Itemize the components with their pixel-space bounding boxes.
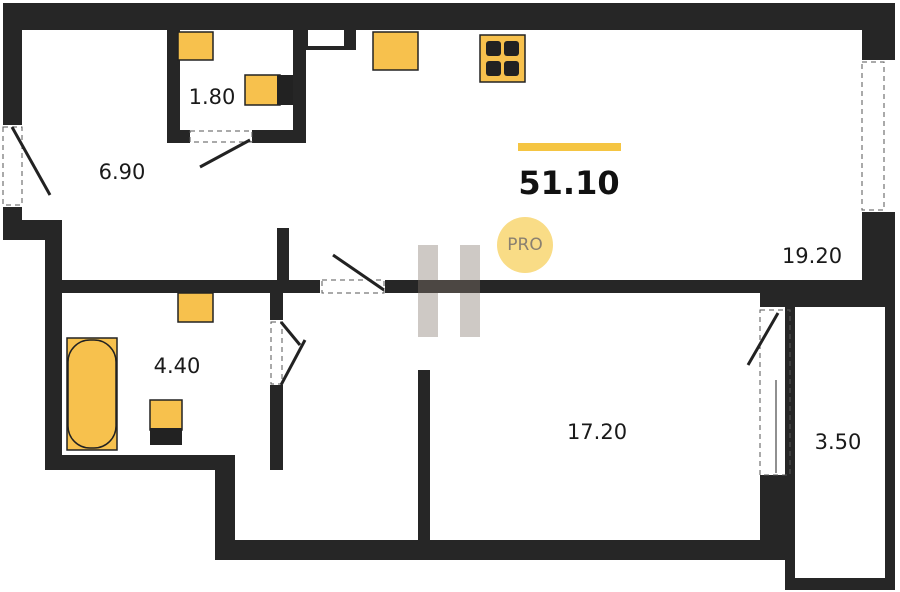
total-area: 51.10 — [518, 164, 620, 202]
shaft — [308, 30, 344, 46]
walls — [3, 3, 895, 590]
room-area-bedroom: 17.20 — [566, 420, 628, 444]
room-area-kitchen-living: 19.20 — [781, 244, 843, 268]
room-area-balcony: 3.50 — [814, 430, 862, 454]
watermark-logo-icon — [418, 245, 480, 337]
openings — [2, 61, 885, 476]
bath-sink-icon — [177, 292, 214, 323]
kitchen-sink-icon — [372, 31, 419, 71]
stove-burners — [486, 41, 519, 76]
total-area-bar — [518, 143, 621, 151]
wc-toilet-icon — [244, 74, 281, 106]
room-area-wc: 1.80 — [188, 85, 236, 109]
pro-badge: PRO — [497, 217, 553, 273]
room-area-hallway: 6.90 — [98, 160, 146, 184]
bath-toilet-icon — [149, 399, 183, 431]
wc-sink-icon — [177, 31, 214, 61]
doors — [10, 126, 780, 473]
bathtub-icon — [66, 337, 118, 451]
room-area-bathroom: 4.40 — [153, 354, 201, 378]
